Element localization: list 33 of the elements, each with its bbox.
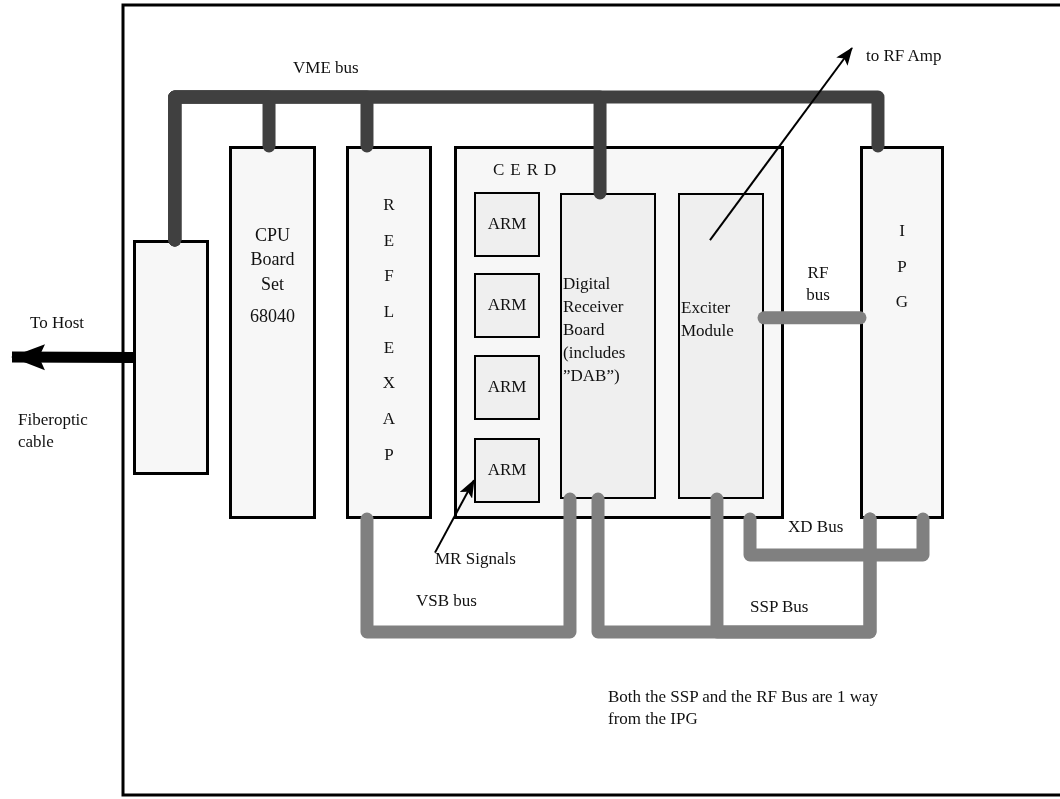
label-text: MR Signals	[435, 549, 553, 573]
board-box	[133, 240, 209, 475]
arm-box	[474, 355, 540, 420]
board-label: REFLEXAP	[382, 194, 396, 466]
board-label: ARM	[487, 294, 527, 317]
board-label: ARM	[487, 213, 527, 236]
board-label: ARM	[487, 459, 527, 482]
board-box	[860, 146, 944, 519]
board-box	[229, 146, 316, 519]
module-box	[678, 193, 764, 499]
board-label: Exciter Module	[681, 297, 735, 342]
board-label: CPU Board Set	[249, 224, 296, 296]
bus-line	[360, 492, 577, 639]
bus-line	[710, 492, 877, 639]
board-label: ARM	[487, 376, 527, 399]
arrow	[709, 47, 853, 242]
board-box	[560, 193, 656, 499]
board-box	[346, 146, 432, 519]
board-label: CERD	[493, 159, 563, 181]
label-text: Fiberoptic cable	[18, 409, 89, 454]
label-text: VME bus	[293, 57, 359, 79]
module-box	[454, 146, 784, 519]
arm-box	[474, 273, 540, 338]
arm-box	[474, 192, 540, 257]
bus-line	[757, 311, 867, 325]
bus-line	[743, 512, 930, 562]
board-label: IPG	[895, 220, 909, 314]
note-text: Both the SSP and the RF Bus are 1 way from the IPG	[608, 686, 878, 731]
arrow	[434, 479, 475, 554]
arm-box	[474, 438, 540, 503]
board-label: Digital Receiver Board (includes ”DAB”)	[563, 273, 627, 387]
arrow	[11, 344, 133, 371]
board-label: 68040	[249, 304, 296, 328]
